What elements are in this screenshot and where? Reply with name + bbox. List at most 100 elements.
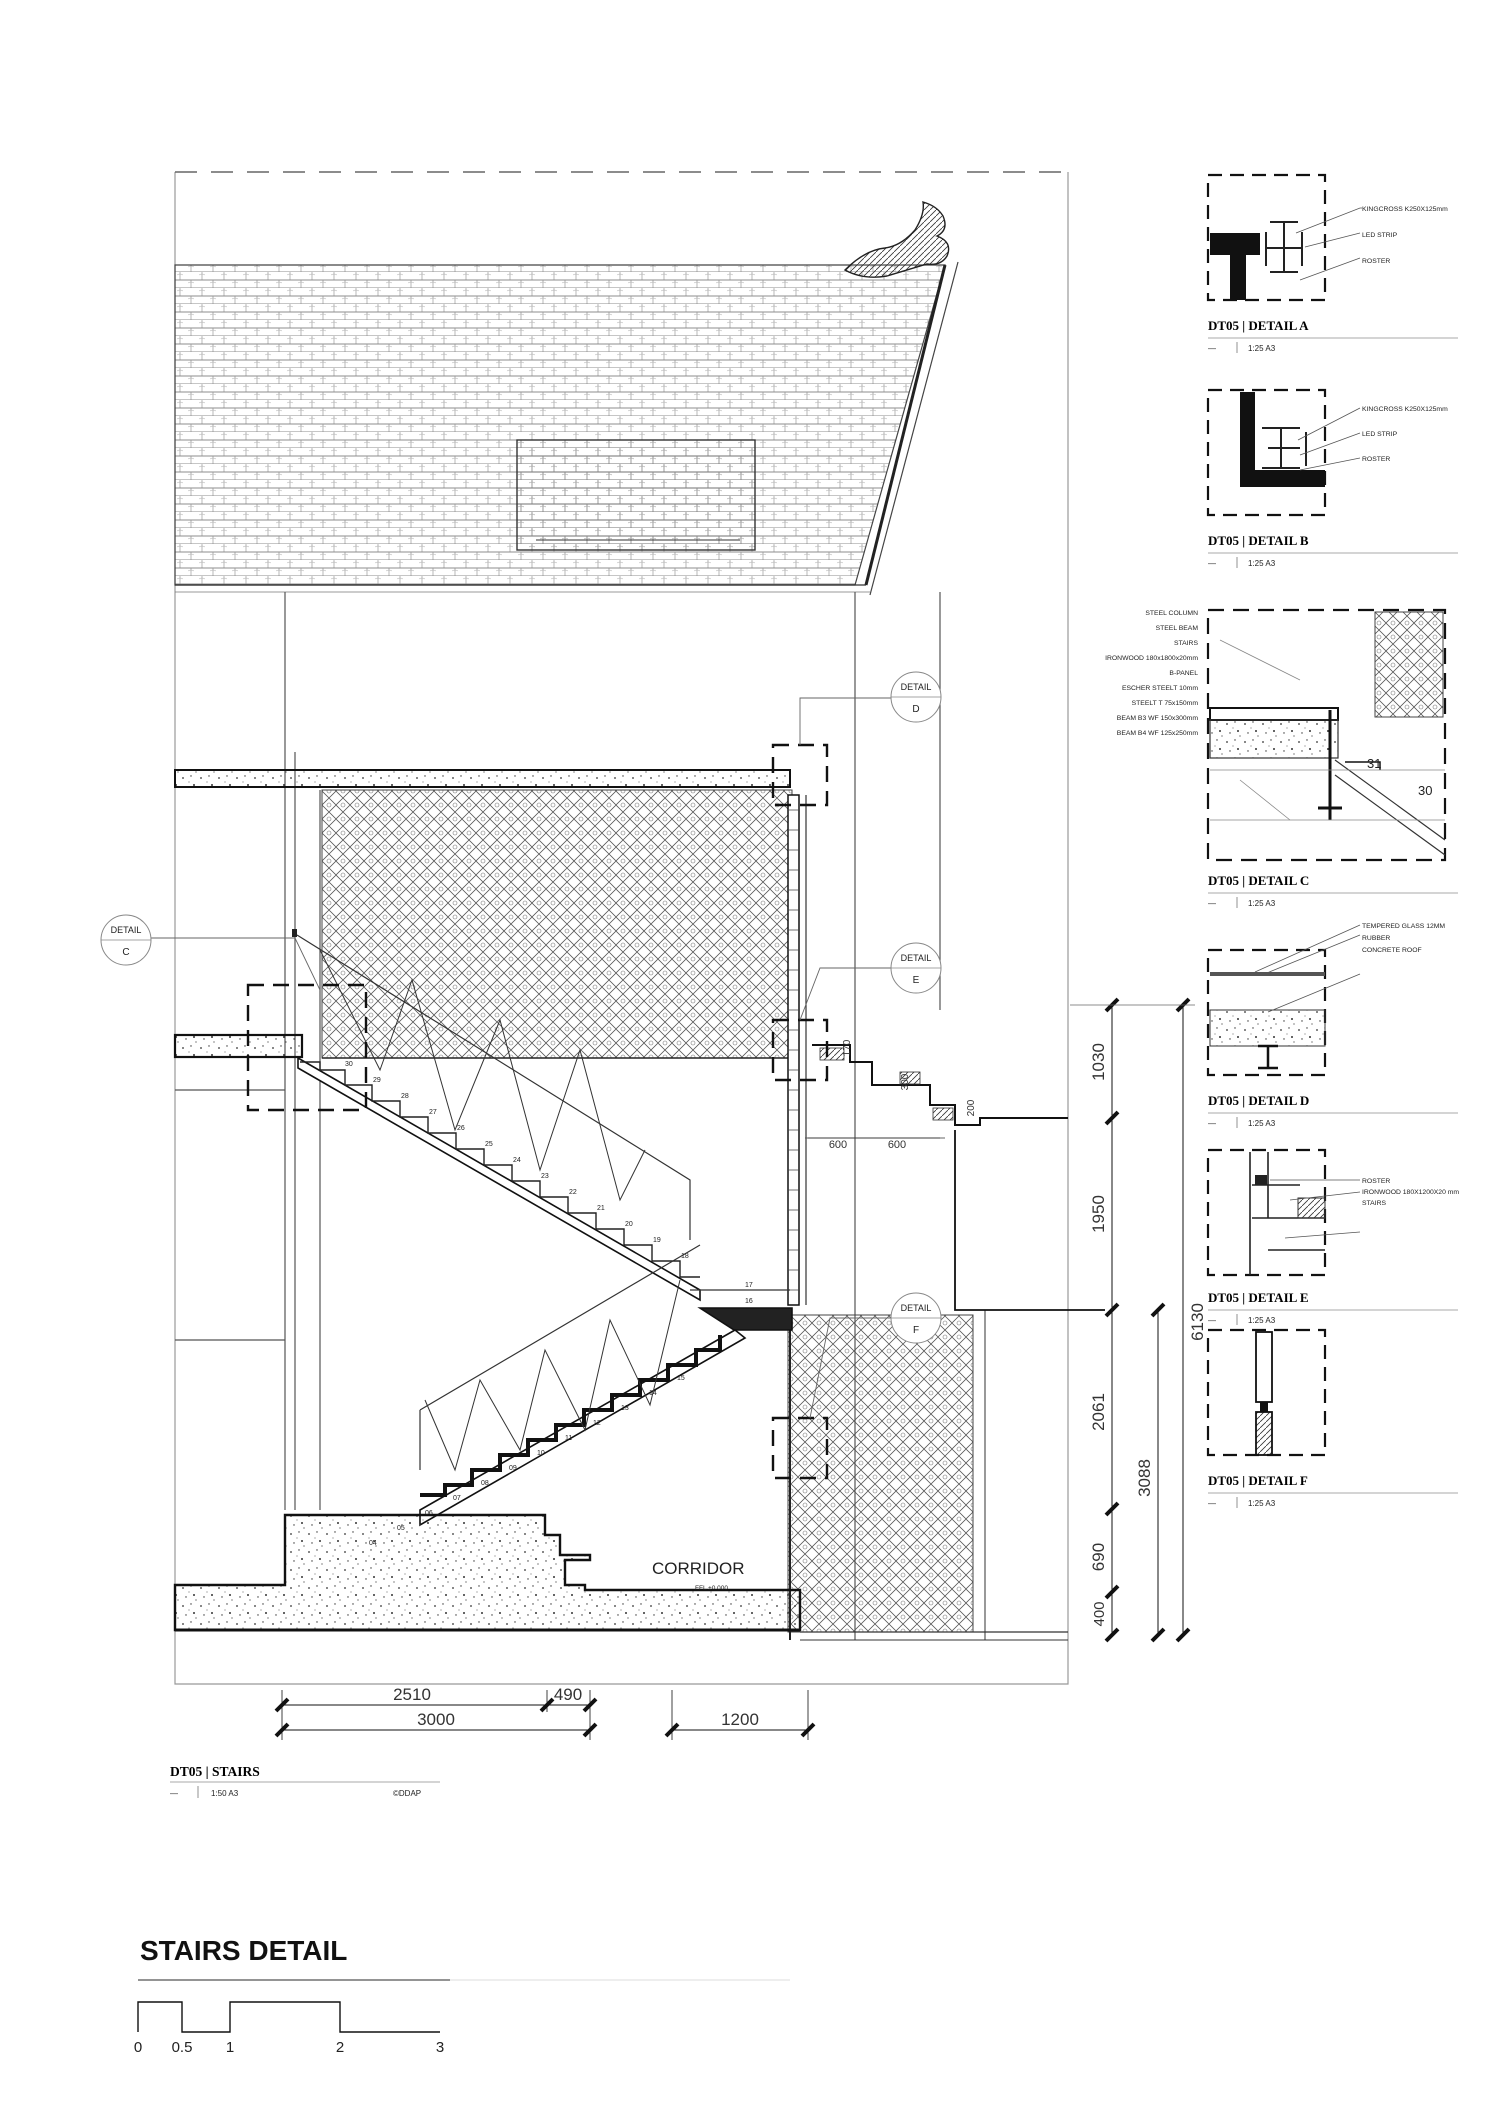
- dim-690: 690: [1089, 1543, 1108, 1571]
- right-dimensions: [1070, 997, 1195, 1643]
- step-number: 22: [569, 1189, 577, 1196]
- dim-400: 400: [1091, 1601, 1108, 1626]
- step-number: 07: [453, 1495, 461, 1502]
- step-number: 20: [625, 1221, 633, 1228]
- detail-label: TEMPERED GLASS 12MM: [1362, 923, 1445, 930]
- callout-c-letter: C: [122, 947, 129, 958]
- detail-label: RUBBER: [1362, 935, 1390, 942]
- detail-d-panel: [1206, 924, 1361, 1077]
- sheet-title: STAIRS DETAIL: [140, 1935, 347, 1966]
- callout-f: DETAIL F: [890, 1292, 942, 1344]
- step-number: 04: [369, 1540, 377, 1547]
- detail-label: IRONWOOD 180X1200X20 mm: [1362, 1189, 1459, 1196]
- step-number: 25: [485, 1141, 493, 1148]
- detail-dash: —: [1208, 1499, 1216, 1508]
- detail-label: STAIRS: [1362, 1200, 1387, 1207]
- detail-scale: 1:25 A3: [1248, 899, 1276, 908]
- detail-label: STEEL COLUMN: [1145, 610, 1198, 617]
- detail-dash: —: [1208, 344, 1216, 353]
- step-number: 10: [537, 1450, 545, 1457]
- scale-label-0: 0: [134, 2039, 142, 2056]
- detail-e-panel: [1206, 1148, 1361, 1277]
- detail-label: ROSTER: [1362, 456, 1390, 463]
- upper-floor-slab: [173, 769, 791, 1059]
- ground-plinth: [173, 1513, 1068, 1641]
- detail-f-panel: [1206, 1328, 1327, 1457]
- scale-label-2: 2: [336, 2039, 344, 2056]
- dim-2510: 2510: [393, 1685, 431, 1704]
- detail-dash: —: [1208, 1119, 1216, 1128]
- detail-label: BEAM B3 WF 150x300mm: [1117, 715, 1199, 722]
- detail-scale: 1:25 A3: [1248, 1119, 1276, 1128]
- step-number: 24: [513, 1157, 521, 1164]
- detail-title: DT05 | DETAIL D: [1208, 1093, 1309, 1108]
- upper-stair-flight: [292, 929, 701, 1302]
- detail-label: STAIRS: [1174, 640, 1199, 647]
- detail-title: DT05 | DETAIL B: [1208, 533, 1309, 548]
- step-number: 15: [677, 1375, 685, 1382]
- detail-label: KINGCROSS K250X125mm: [1362, 406, 1448, 413]
- lattice-screen: [321, 789, 974, 1633]
- detail-label: STEELT T 75x150mm: [1132, 700, 1199, 707]
- detail-dash: —: [1208, 899, 1216, 908]
- dim-6130: 6130: [1188, 1303, 1207, 1341]
- roof-ornament: [843, 201, 950, 278]
- step-number: 30: [345, 1061, 353, 1068]
- step-number: 19: [653, 1237, 661, 1244]
- callout-c: DETAIL C: [100, 914, 152, 966]
- callout-d-letter: D: [912, 704, 919, 715]
- detail-label: ESCHER STEELT 10mm: [1122, 685, 1198, 692]
- step-number: 06: [425, 1510, 433, 1517]
- step-number: 13: [621, 1405, 629, 1412]
- dim-200: 200: [966, 1099, 977, 1116]
- right-step-block: [805, 1044, 1105, 1311]
- stair-landing: [690, 1289, 793, 1331]
- detail-title: DT05 | DETAIL C: [1208, 873, 1309, 888]
- dim-600-a: 600: [829, 1139, 847, 1151]
- detail-a-panel: [1206, 173, 1362, 302]
- detail-label: LED STRIP: [1362, 232, 1398, 239]
- step-number: 11: [565, 1435, 572, 1442]
- main-drawing-dash: —: [170, 1789, 178, 1798]
- step-numbers: 3029282726252423222120191817161514131211…: [345, 1061, 753, 1547]
- main-drawing-credit: ©DDAP: [393, 1789, 421, 1798]
- step-number: 28: [401, 1093, 409, 1100]
- main-drawing-scale: 1:50 A3: [211, 1789, 239, 1798]
- detail-step-number: 31: [1367, 756, 1381, 771]
- dim-3088: 3088: [1135, 1459, 1154, 1497]
- detail-scale: 1:25 A3: [1248, 1316, 1276, 1325]
- main-drawing-title: DT05 | STAIRS: [170, 1764, 260, 1779]
- step-number: 08: [481, 1480, 489, 1487]
- dim-1950: 1950: [1089, 1195, 1108, 1233]
- detail-label: KINGCROSS K250X125mm: [1362, 206, 1448, 213]
- callout-e-label: DETAIL: [901, 953, 932, 963]
- step-number: 17: [745, 1282, 753, 1289]
- detail-title: DT05 | DETAIL E: [1208, 1290, 1309, 1305]
- detail-b-panel: [1206, 388, 1361, 517]
- step-number: 27: [429, 1109, 437, 1116]
- dim-600-b: 600: [888, 1139, 906, 1151]
- dim-2061: 2061: [1089, 1393, 1108, 1431]
- callout-f-label: DETAIL: [901, 1303, 932, 1313]
- detail-dash: —: [1208, 559, 1216, 568]
- main-frame: [174, 171, 1069, 1685]
- detail-scale: 1:25 A3: [1248, 344, 1276, 353]
- step-number: 26: [457, 1125, 465, 1132]
- dim-490: 490: [554, 1685, 582, 1704]
- dim-170: 170: [842, 1039, 853, 1056]
- dim-300: 300: [900, 1073, 911, 1090]
- step-number: 05: [397, 1525, 405, 1532]
- callout-e: DETAIL E: [890, 942, 942, 994]
- detail-label: BEAM B4 WF 125x250mm: [1117, 730, 1199, 737]
- step-number: 21: [597, 1205, 605, 1212]
- callout-f-letter: F: [913, 1325, 919, 1336]
- room-label: CORRIDOR: [652, 1559, 745, 1578]
- step-number: 09: [509, 1465, 517, 1472]
- dim-1030: 1030: [1089, 1043, 1108, 1081]
- detail-label: ROSTER: [1362, 1178, 1390, 1185]
- bottom-dimensions: [274, 1690, 816, 1740]
- scale-label-05: 0.5: [172, 2039, 193, 2056]
- detail-label: ROSTER: [1362, 258, 1390, 265]
